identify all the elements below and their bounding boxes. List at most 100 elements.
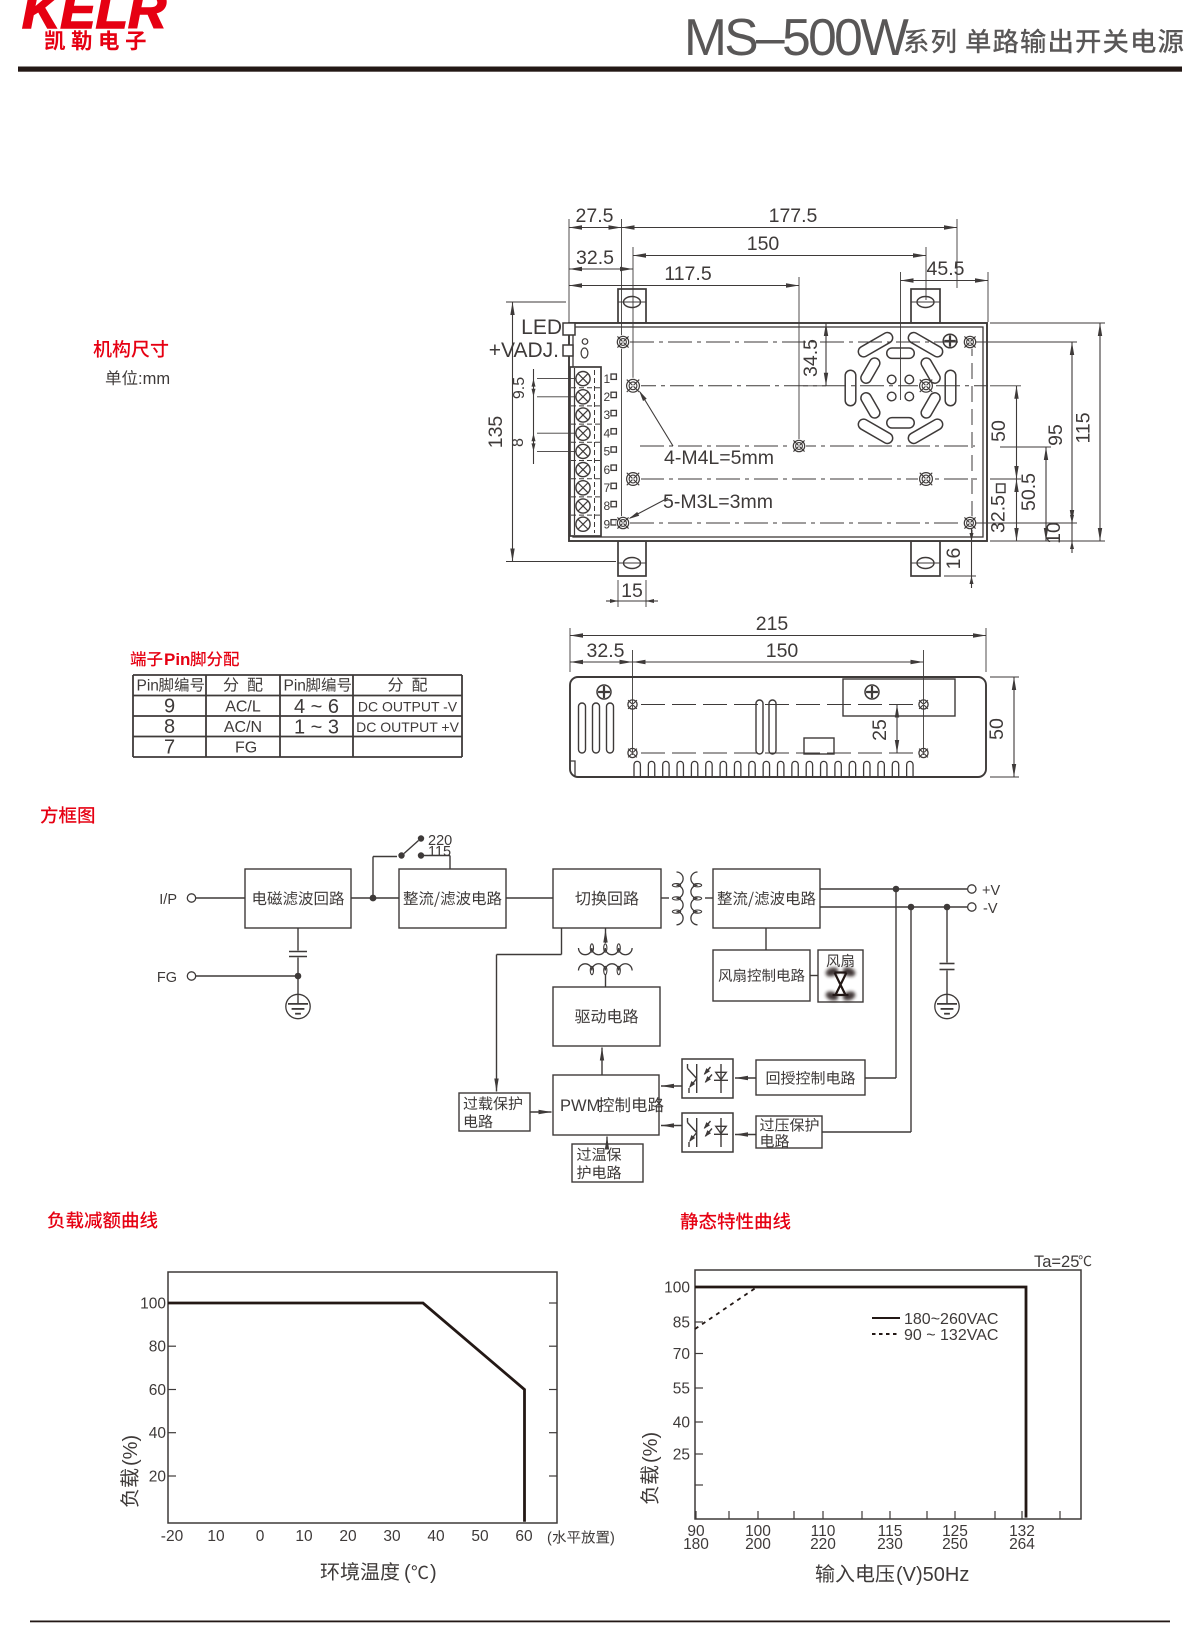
svg-text:32.5: 32.5 (988, 495, 1010, 533)
svg-text:7: 7 (604, 481, 611, 495)
svg-text:85: 85 (673, 1315, 690, 1332)
svg-text:(%): (%) (120, 1435, 142, 1466)
svg-text:Ta=25: Ta=25 (1034, 1253, 1079, 1271)
svg-text:1 ~ 3: 1 ~ 3 (294, 717, 339, 739)
svg-text:40: 40 (149, 1425, 167, 1442)
svg-text:180: 180 (683, 1536, 709, 1553)
svg-text:34.5: 34.5 (800, 339, 822, 377)
svg-text:60: 60 (149, 1382, 167, 1399)
svg-text:132: 132 (1009, 1523, 1035, 1540)
svg-text:32.5: 32.5 (587, 640, 625, 662)
svg-text:Pin: Pin (284, 678, 306, 695)
svg-text:1: 1 (604, 372, 611, 386)
svg-text:100: 100 (140, 1296, 166, 1313)
svg-text:60: 60 (515, 1528, 533, 1545)
svg-text:135: 135 (485, 416, 507, 449)
svg-text:90 ~ 132VAC: 90 ~ 132VAC (904, 1327, 998, 1344)
svg-text:PWM: PWM (560, 1097, 600, 1115)
svg-text:KELR: KELR (22, 0, 166, 40)
svg-text:70: 70 (673, 1346, 691, 1363)
svg-text:AC/L: AC/L (225, 699, 261, 716)
svg-text:10: 10 (295, 1528, 313, 1545)
svg-text:9: 9 (164, 696, 175, 718)
svg-text:0: 0 (256, 1528, 265, 1545)
svg-text:27.5: 27.5 (576, 205, 614, 227)
svg-text:9: 9 (604, 517, 611, 531)
svg-text:5: 5 (604, 445, 611, 459)
svg-text:20: 20 (339, 1528, 357, 1545)
svg-text:230: 230 (877, 1536, 903, 1553)
svg-text:DC OUTPUT +V: DC OUTPUT +V (356, 719, 459, 735)
svg-text:MS–500W: MS–500W (684, 8, 909, 66)
svg-text:5-M3L=3mm: 5-M3L=3mm (663, 491, 773, 513)
svg-text:264: 264 (1009, 1536, 1035, 1553)
svg-text:): ) (430, 1562, 437, 1584)
svg-text:115: 115 (1073, 412, 1095, 443)
svg-text:10: 10 (1043, 522, 1065, 544)
svg-text:8: 8 (164, 716, 175, 738)
svg-text:9.5: 9.5 (511, 377, 528, 399)
svg-text:115: 115 (428, 844, 451, 860)
svg-text:215: 215 (756, 613, 789, 635)
svg-text:200: 200 (745, 1536, 771, 1553)
svg-text:15: 15 (621, 580, 643, 602)
svg-text:25: 25 (869, 719, 891, 741)
svg-text:100: 100 (745, 1523, 771, 1540)
svg-text:(%): (%) (640, 1432, 662, 1463)
svg-text:50: 50 (988, 420, 1010, 442)
svg-text:8: 8 (510, 438, 527, 447)
svg-text:250: 250 (942, 1536, 968, 1553)
svg-text:LED: LED (521, 316, 562, 339)
svg-text:4: 4 (604, 426, 611, 440)
svg-text:95: 95 (1045, 424, 1067, 446)
svg-text:50: 50 (471, 1528, 489, 1545)
svg-text:50: 50 (986, 718, 1008, 740)
svg-text:115: 115 (878, 1523, 903, 1540)
svg-text:6: 6 (604, 463, 611, 477)
svg-text:FG: FG (235, 740, 257, 757)
svg-text:(: ( (404, 1562, 411, 1584)
svg-text:30: 30 (383, 1528, 401, 1545)
svg-text:10: 10 (207, 1528, 225, 1545)
svg-text:(V)50Hz: (V)50Hz (896, 1564, 969, 1586)
svg-text:FG: FG (157, 970, 177, 986)
svg-text:3: 3 (604, 408, 611, 422)
svg-text:4 ~ 6: 4 ~ 6 (294, 696, 339, 718)
svg-text:): ) (610, 1531, 615, 1547)
svg-text:180~260VAC: 180~260VAC (904, 1311, 998, 1328)
svg-text:7: 7 (164, 737, 175, 759)
svg-text:16: 16 (943, 548, 965, 570)
svg-text:2: 2 (604, 390, 611, 404)
svg-text:117.5: 117.5 (664, 263, 712, 285)
svg-text:32.5: 32.5 (576, 247, 614, 269)
svg-text:-20: -20 (161, 1528, 184, 1545)
svg-text:Pin: Pin (137, 678, 159, 695)
svg-text:+VADJ.: +VADJ. (489, 339, 559, 362)
svg-text:220: 220 (428, 833, 452, 849)
svg-text::mm: :mm (138, 370, 170, 388)
svg-text:20: 20 (149, 1469, 167, 1486)
svg-text:+V: +V (982, 883, 1000, 899)
svg-text:80: 80 (149, 1339, 167, 1356)
svg-text:40: 40 (673, 1415, 691, 1432)
svg-text:177.5: 177.5 (769, 205, 818, 227)
svg-text:150: 150 (747, 233, 780, 255)
svg-text:45.5: 45.5 (927, 258, 965, 280)
svg-text:125: 125 (942, 1523, 968, 1540)
svg-text:55: 55 (673, 1381, 690, 1398)
svg-text:-V: -V (983, 901, 998, 917)
svg-text:50.5: 50.5 (1018, 473, 1040, 511)
svg-text:8: 8 (604, 499, 611, 513)
svg-text:25: 25 (673, 1447, 690, 1464)
svg-text:220: 220 (810, 1536, 836, 1553)
svg-text:40: 40 (427, 1528, 445, 1545)
svg-text:150: 150 (766, 640, 799, 662)
svg-text:I/P: I/P (159, 892, 177, 908)
svg-text:4-M4L=5mm: 4-M4L=5mm (664, 447, 774, 469)
svg-text:100: 100 (664, 1280, 690, 1297)
svg-text:90: 90 (687, 1523, 705, 1540)
svg-text:Pin: Pin (164, 650, 190, 669)
svg-text:110: 110 (811, 1523, 836, 1540)
svg-text:DC OUTPUT -V: DC OUTPUT -V (358, 699, 458, 715)
svg-text:AC/N: AC/N (224, 719, 262, 736)
